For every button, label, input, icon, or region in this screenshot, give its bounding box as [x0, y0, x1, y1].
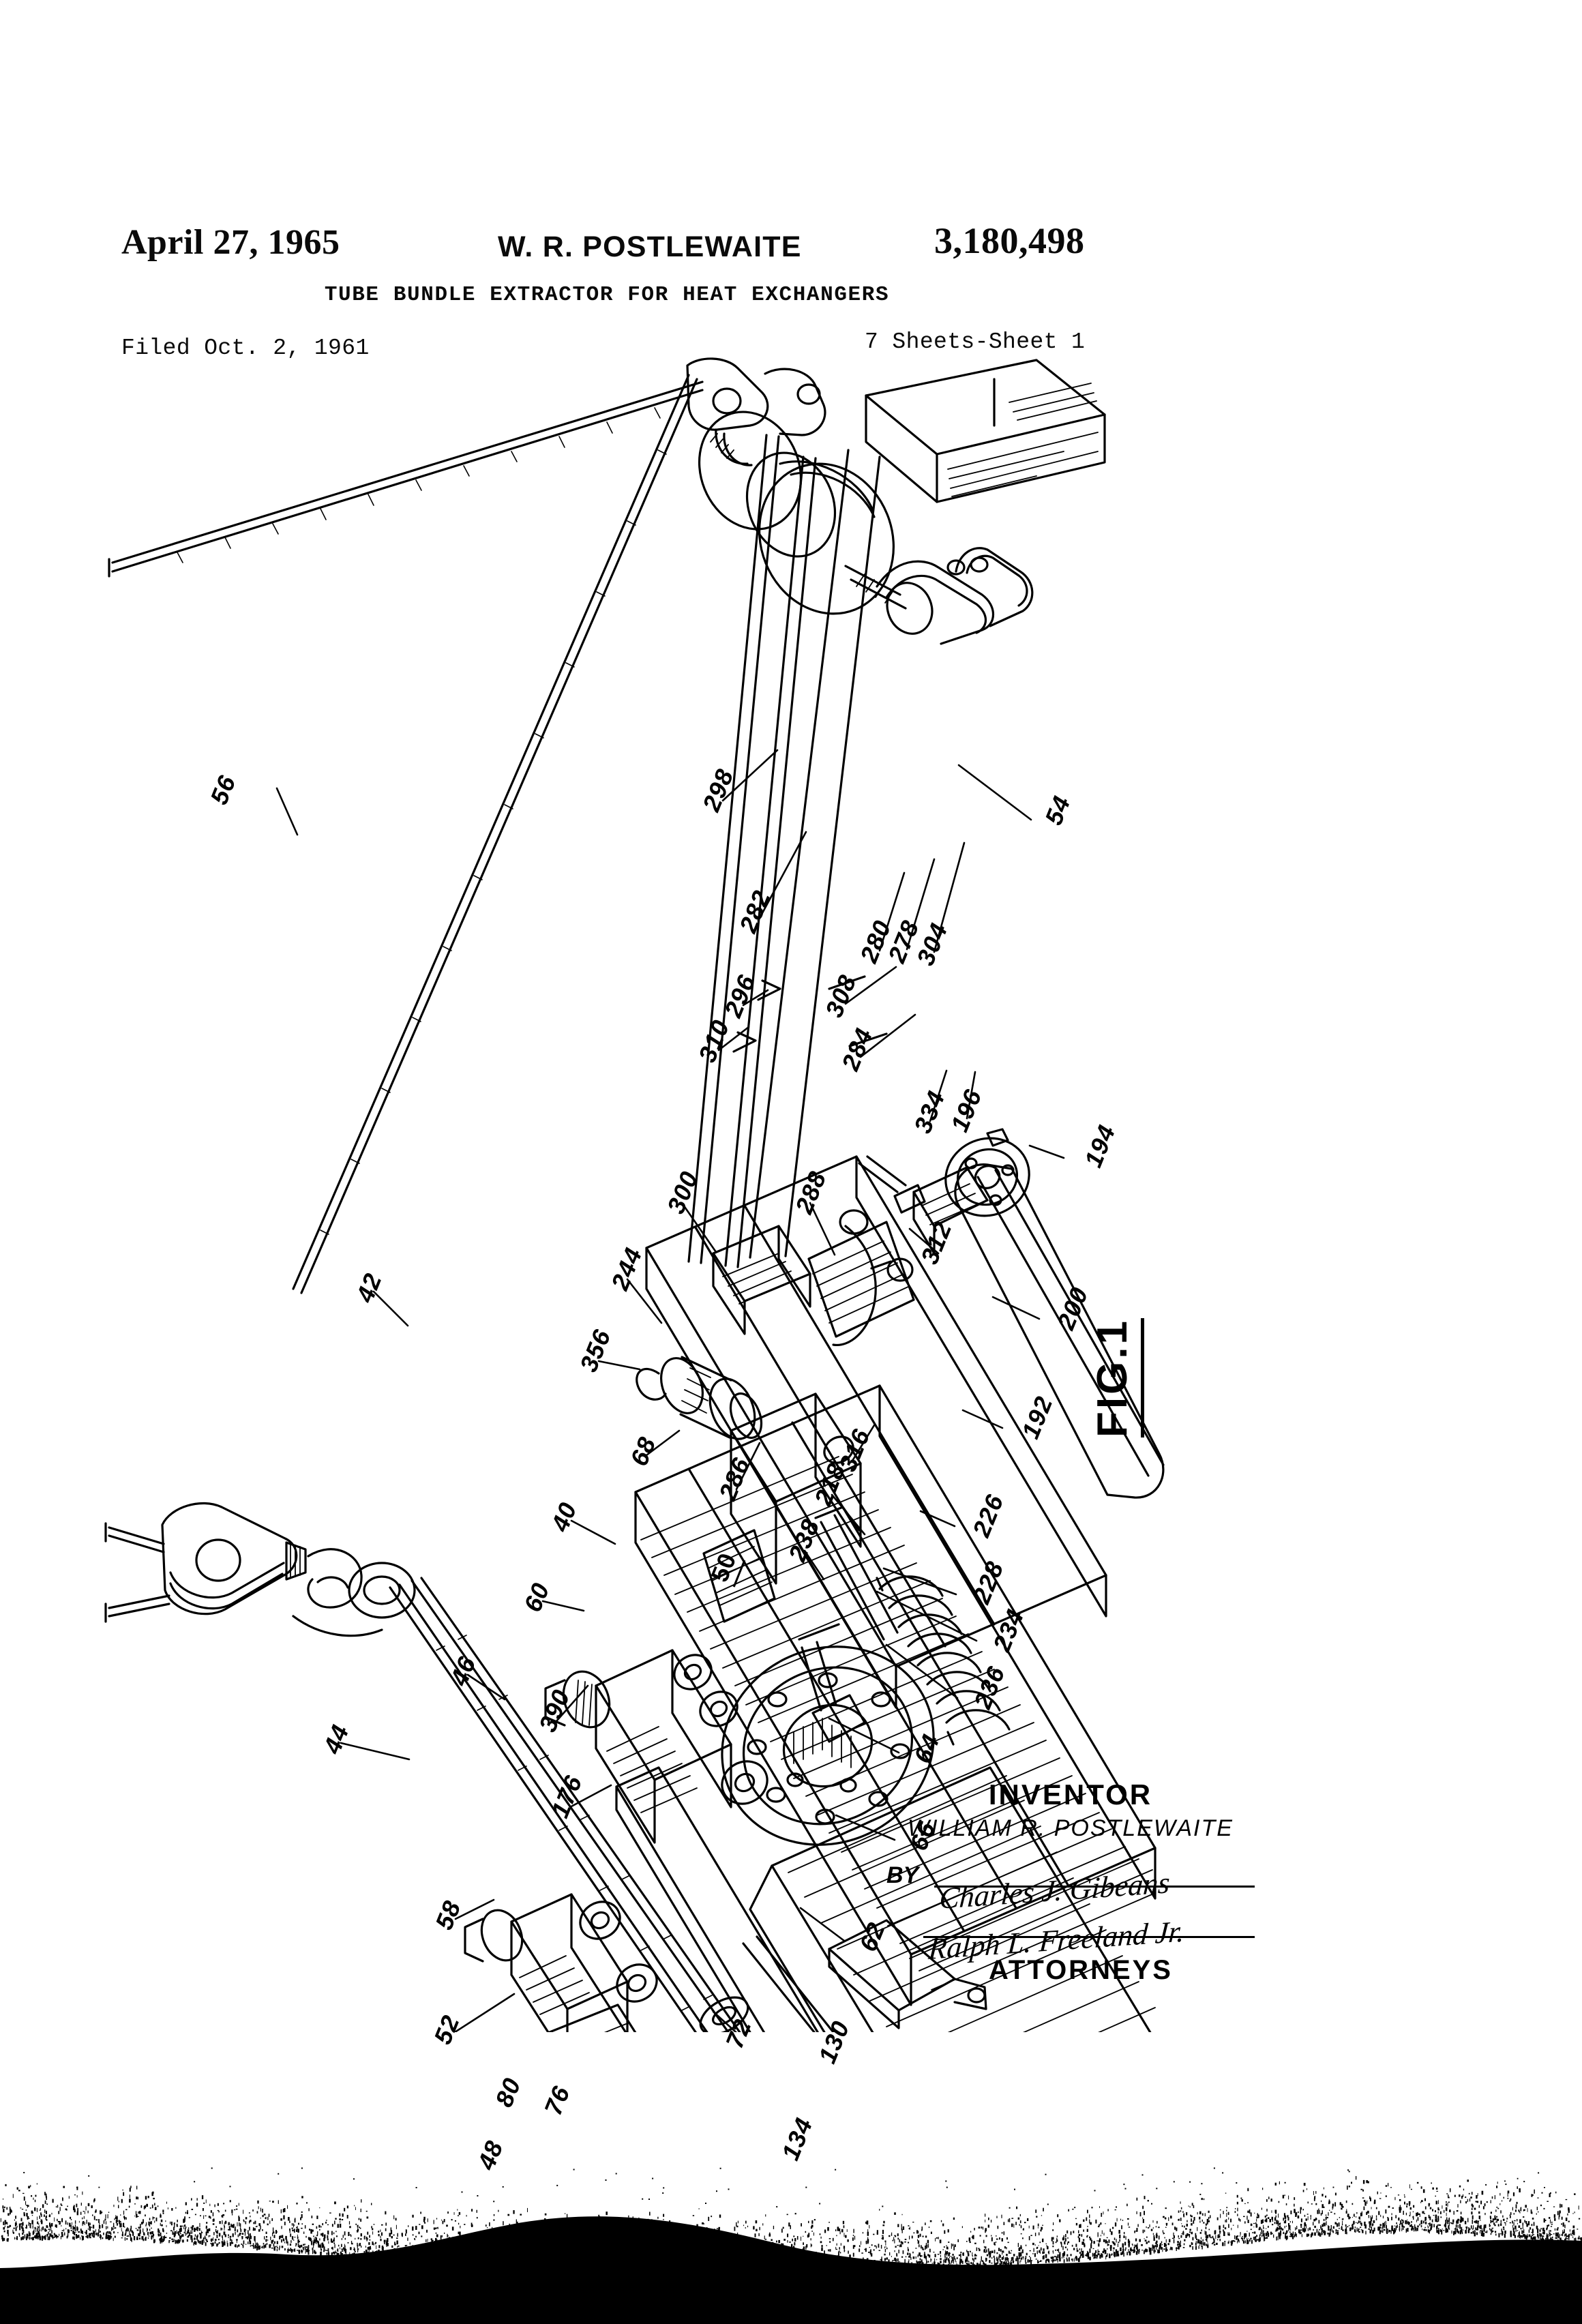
trolley-carriage-60-390: [544, 1649, 768, 1844]
cable-42: [292, 374, 698, 1294]
sheet-count: 7 Sheets-Sheet 1: [865, 329, 1086, 355]
coil-spring-226: [876, 1575, 1011, 1746]
reference-numeral-76: 76: [539, 2082, 576, 2119]
frame-top-rail-54: [865, 359, 1106, 503]
hatched-wedge-288: [807, 1209, 915, 1347]
filing-date: Filed Oct. 2, 1961: [121, 336, 370, 361]
patent-number: 3,180,498: [934, 220, 1085, 261]
inventor-heading: INVENTOR: [988, 1778, 1153, 1811]
hatched-gusset-238: [702, 1529, 776, 1623]
cable-56: [108, 381, 704, 578]
leader-lines-top: [275, 749, 1065, 2032]
attorneys-label: ATTORNEYS: [989, 1955, 1173, 1985]
hoist-cables-296-310: [687, 434, 817, 1268]
invention-title: TUBE BUNDLE EXTRACTOR FOR HEAT EXCHANGER…: [324, 283, 890, 307]
figure-label: FIG.1: [1088, 1317, 1144, 1437]
mounting-block-300: [712, 1225, 811, 1335]
scan-edge-artifact: [0, 2167, 1582, 2324]
boom-tip-fittings-298: [686, 357, 826, 466]
reference-numeral-134: 134: [776, 2113, 818, 2164]
attorney-signature-row-2: Ralph L. Freeland Jr.: [880, 1902, 1262, 1966]
base-skid-assembly: [546, 2003, 637, 2032]
issue-date: April 27, 1965: [121, 223, 340, 262]
tension-ropes-308-284: [749, 449, 888, 1259]
reference-numeral-80: 80: [490, 2074, 526, 2111]
trolley-carriage-58: [464, 1893, 658, 2032]
flange-bolt-circle-234-236: [721, 1623, 935, 1846]
attorney-signature-row-1: BY Charles J. Gibeans: [880, 1850, 1262, 1916]
tube-bundle-extractor-linework: [104, 357, 1165, 2032]
signature-rule-2: [923, 1936, 1255, 1938]
cross-member-176: [615, 1766, 819, 2032]
inventor-signature-block: INVENTOR WILLIAM R. POSTLEWAITE BY Charl…: [880, 1778, 1262, 1986]
inventor-header: W. R. POSTLEWAITE: [498, 230, 802, 263]
gearbox-block-286: [730, 1392, 862, 1585]
handwheel-356-244: [636, 1356, 763, 1440]
hydraulic-cylinder-192-200: [858, 1128, 1165, 1499]
scan-noise: [0, 2167, 1582, 2324]
puller-rod-62: [828, 1919, 987, 2029]
drive-shaft-316: [814, 1506, 899, 1641]
signature-rule-1: [934, 1886, 1255, 1888]
tube-bundle-64-66: [742, 1766, 1156, 2032]
bail-handles-278-304: [876, 547, 1034, 645]
sling-legs-44-46: [389, 1577, 741, 2032]
inventor-name: WILLIAM R. POSTLEWAITE: [908, 1815, 1234, 1841]
pulley-block-assembly: [104, 1502, 416, 1637]
page-header: April 27, 1965 W. R. POSTLEWAITE 3,180,4…: [0, 0, 1582, 368]
by-label: BY: [886, 1862, 919, 1888]
